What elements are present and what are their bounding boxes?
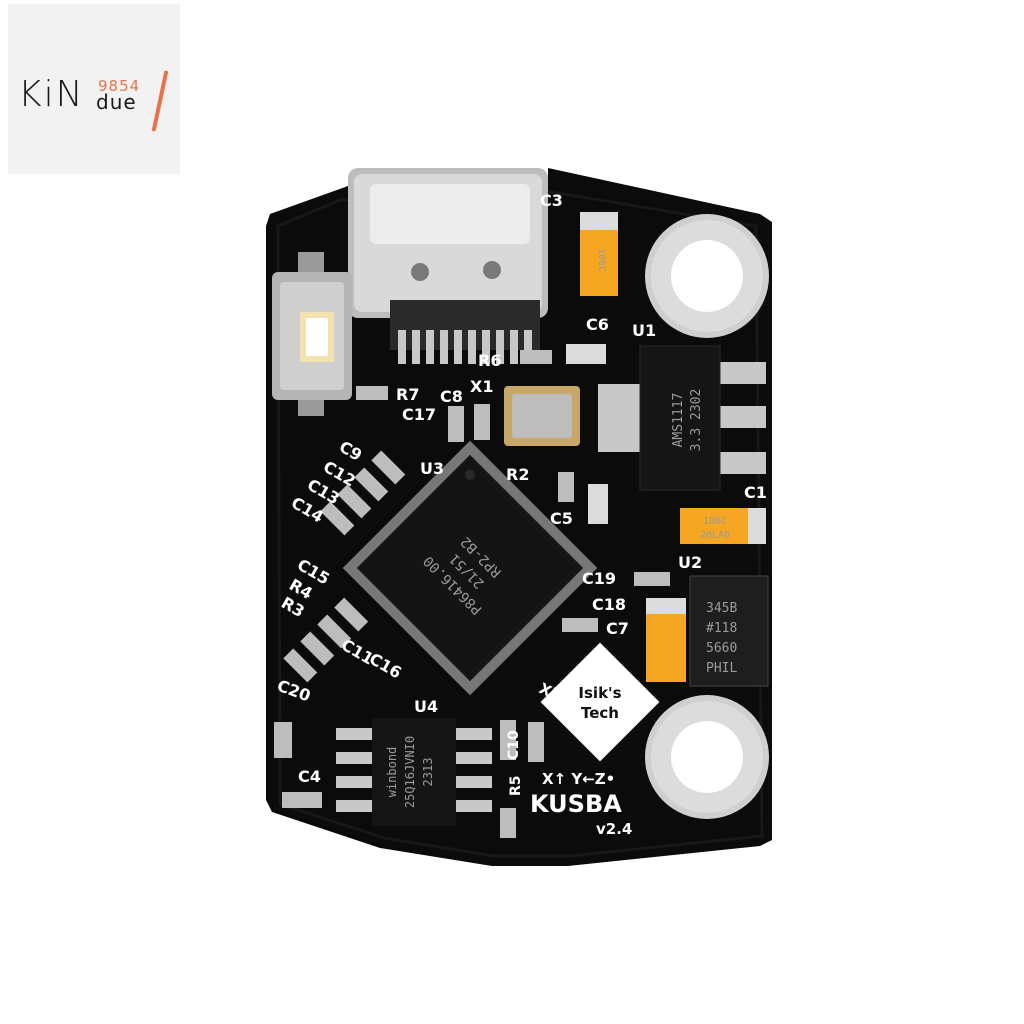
product-version: v2.4 (596, 820, 632, 838)
label-c4: C4 (298, 767, 321, 786)
flash-memory-u4: winbond 25Q16JVNI0 2313 (336, 718, 492, 826)
logo-number-text: 9854 (98, 77, 141, 95)
flash-marking-2: 25Q16JVNI0 (403, 736, 417, 808)
label-c17: C17 (402, 405, 436, 424)
label-r7: R7 (396, 385, 419, 404)
cap-c3-marking-1: 106C (596, 248, 607, 272)
passive-components (274, 344, 670, 838)
label-c10: C10 (506, 730, 522, 760)
label-u2: U2 (678, 553, 702, 572)
brand-logo: KiN 9854 due (8, 4, 180, 174)
tantalum-capacitor-c3: 106C (580, 212, 618, 296)
label-c19: C19 (582, 569, 616, 588)
regulator-marking-1: AMS1117 (671, 393, 686, 448)
label-r5: R5 (508, 775, 524, 796)
regulator-marking-2: 3.3 2302 (689, 389, 704, 452)
flash-marking-1: winbond (385, 747, 399, 798)
label-c3: C3 (540, 191, 563, 210)
crystal-x1 (504, 386, 580, 446)
accel-marking-1: 345B (706, 601, 737, 616)
accel-marking-4: PHIL (706, 661, 737, 676)
label-c5: C5 (550, 509, 573, 528)
cap-c1-marking-1: 106C (703, 516, 727, 527)
accel-marking-2: #118 (706, 621, 737, 636)
accel-marking-3: 5660 (706, 641, 737, 656)
boot-button (272, 252, 352, 416)
voltage-regulator-u1: AMS1117 3.3 2302 (598, 345, 766, 491)
brand-line-2: Tech (581, 704, 619, 722)
label-u4: U4 (414, 697, 438, 716)
label-c1: C1 (744, 483, 767, 502)
logo-brand-text: KiN (18, 74, 85, 115)
tantalum-capacitor-c1: 106C 20LA0 (680, 508, 766, 544)
label-r6: R6 (478, 351, 501, 370)
mounting-hole-bottom (645, 695, 769, 819)
label-c6: C6 (586, 315, 609, 334)
axis-label: X↑ Y←Z• (542, 770, 615, 788)
flash-marking-3: 2313 (421, 758, 435, 787)
product-name: KUSBA (530, 790, 622, 818)
svg-text:106C: 106C (596, 248, 607, 272)
tantalum-capacitor-c7 (646, 598, 686, 682)
label-x1: X1 (470, 377, 493, 396)
label-c8: C8 (440, 387, 463, 406)
accelerometer-u2: 345B #118 5660 PHIL (689, 575, 769, 687)
label-c18: C18 (592, 595, 626, 614)
microcontroller-u3: RP2-B2 21/51 P86416.00 (342, 440, 598, 696)
label-u1: U1 (632, 321, 656, 340)
brand-diamond-label: Isik's Tech (540, 642, 660, 762)
brand-line-1: Isik's (578, 684, 621, 702)
logo-sub-text: due (96, 90, 137, 114)
mounting-hole-top (645, 214, 769, 338)
usb-c-connector (348, 168, 548, 364)
cap-c1-marking-2: 20LA0 (700, 530, 730, 541)
label-c7: C7 (606, 619, 629, 638)
label-r2: R2 (506, 465, 529, 484)
label-u3: U3 (420, 459, 444, 478)
